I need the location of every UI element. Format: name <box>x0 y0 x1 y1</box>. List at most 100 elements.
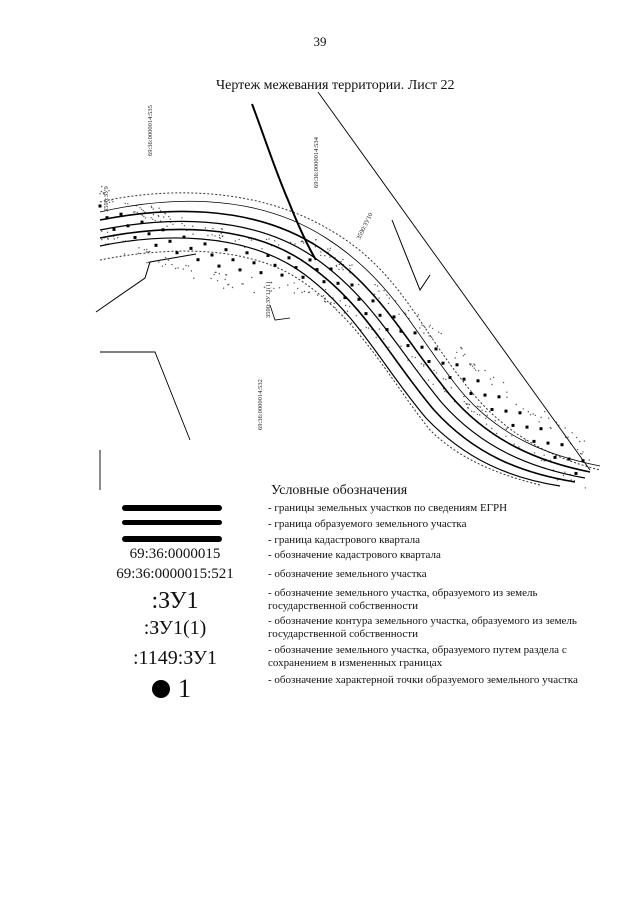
stipple-dot <box>335 264 337 266</box>
stipple-dot <box>152 218 154 220</box>
stipple-dot <box>320 254 322 257</box>
parcel-boundary-5 <box>99 200 601 467</box>
boundary-point-marker <box>567 457 571 461</box>
stipple-dot <box>513 443 515 445</box>
boundary-point-marker <box>126 224 130 228</box>
stipple-dot <box>492 376 495 379</box>
stipple-dot <box>550 427 552 430</box>
stipple-dot <box>108 201 111 204</box>
stipple-dot <box>463 395 465 398</box>
boundary-point-marker <box>238 268 242 272</box>
stipple-dot <box>158 215 160 218</box>
stipple-dot <box>373 293 376 295</box>
stipple-dot <box>251 276 253 279</box>
stipple-dot <box>221 228 223 230</box>
stipple-dot <box>421 324 423 326</box>
stipple-dot <box>142 210 144 212</box>
stipple-dot <box>440 332 442 335</box>
stipple-dot <box>485 410 487 413</box>
stipple-dot <box>442 378 445 380</box>
stipple-dot <box>343 312 346 314</box>
page-number: 39 <box>313 34 327 49</box>
stipple-dot <box>386 294 388 296</box>
stipple-dot <box>101 239 103 241</box>
drawing-svg: 69:36:0000014:535 69:36:0000014:534 69:3… <box>95 91 601 490</box>
stipple-dot <box>146 261 148 264</box>
stipple-dot <box>224 278 226 281</box>
stipple-dot <box>474 364 476 366</box>
boundary-point-marker <box>231 258 235 262</box>
stipple-dot <box>398 313 400 315</box>
boundary-point-marker <box>455 363 459 367</box>
stipple-dot <box>575 436 578 439</box>
boundary-point-marker <box>252 261 256 265</box>
stipple-dot <box>414 356 416 359</box>
stipple-dot <box>277 244 280 246</box>
legend-desc-egrn: - границы земельных участков по сведения… <box>268 502 508 514</box>
boundary-point-marker <box>378 313 382 317</box>
stipple-dot <box>388 346 390 348</box>
stipple-dot <box>579 440 581 443</box>
stipple-dot <box>139 207 141 209</box>
parcel-boundary-2 <box>99 220 586 479</box>
stipple-dot <box>132 211 135 213</box>
stipple-dot <box>481 409 483 411</box>
stipple-dot <box>158 207 160 209</box>
stipple-dot <box>544 411 546 413</box>
symbol-plot-designation: 69:36:0000015:521 <box>116 566 234 582</box>
stipple-dot <box>242 283 244 285</box>
stipple-dot <box>502 381 505 384</box>
stipple-dot <box>327 248 329 250</box>
stipple-dot <box>543 454 545 456</box>
stipple-dot <box>456 351 458 354</box>
symbol-new-parcel-boundary <box>122 520 222 525</box>
stipple-dot <box>527 411 529 413</box>
stipple-dot <box>167 259 170 261</box>
boundary-point-marker <box>413 331 417 335</box>
stipple-dot <box>511 435 513 437</box>
stipple-dot <box>471 365 474 367</box>
legend-desc-quarter-designation: - обозначение кадастрового квартала <box>268 549 441 561</box>
stipple-dot <box>111 199 113 201</box>
boundary-point-marker <box>189 246 193 250</box>
stipple-dot <box>471 410 473 412</box>
stipple-dot <box>368 327 370 329</box>
stipple-dot <box>473 367 475 369</box>
boundary-point-marker <box>119 212 123 216</box>
stipple-dot <box>475 369 477 371</box>
stipple-dot <box>169 218 171 220</box>
boundary-point-marker <box>182 235 186 239</box>
stipple-dot <box>491 427 493 430</box>
stipple-dot <box>342 258 344 261</box>
quarter-label-532: 69:36:0000014:532 <box>257 379 264 430</box>
stipple-dot <box>216 280 219 282</box>
stipple-dot <box>465 403 468 405</box>
stipple-dot <box>383 338 385 340</box>
stipple-dot <box>314 246 317 248</box>
stipple-dot <box>293 292 295 294</box>
stipple-dot <box>269 291 271 293</box>
stipple-dot <box>419 327 421 329</box>
boundary-point-marker <box>105 216 109 220</box>
point-number: 1 <box>178 674 191 703</box>
stipple-dot <box>143 215 145 218</box>
stipple-dot <box>287 284 289 286</box>
boundary-point-marker <box>497 395 501 399</box>
stipple-dot <box>172 223 174 225</box>
stipple-dot <box>420 363 423 365</box>
stipple-dot <box>324 255 326 257</box>
boundary-point-marker <box>469 392 473 395</box>
stipple-dot <box>303 290 306 293</box>
stipple-dot <box>148 250 151 253</box>
stipple-dot <box>278 287 281 289</box>
boundary-point-marker <box>315 268 319 272</box>
stipple-dot <box>485 423 488 425</box>
stipple-dot <box>127 203 129 205</box>
stipple-dot <box>215 271 217 273</box>
stipple-dot <box>357 283 360 286</box>
stipple-dot <box>444 390 446 393</box>
stipple-dot <box>228 283 230 286</box>
stipple-dot <box>344 304 347 307</box>
symbol-plot-division: :1149:ЗУ1 <box>132 647 218 669</box>
